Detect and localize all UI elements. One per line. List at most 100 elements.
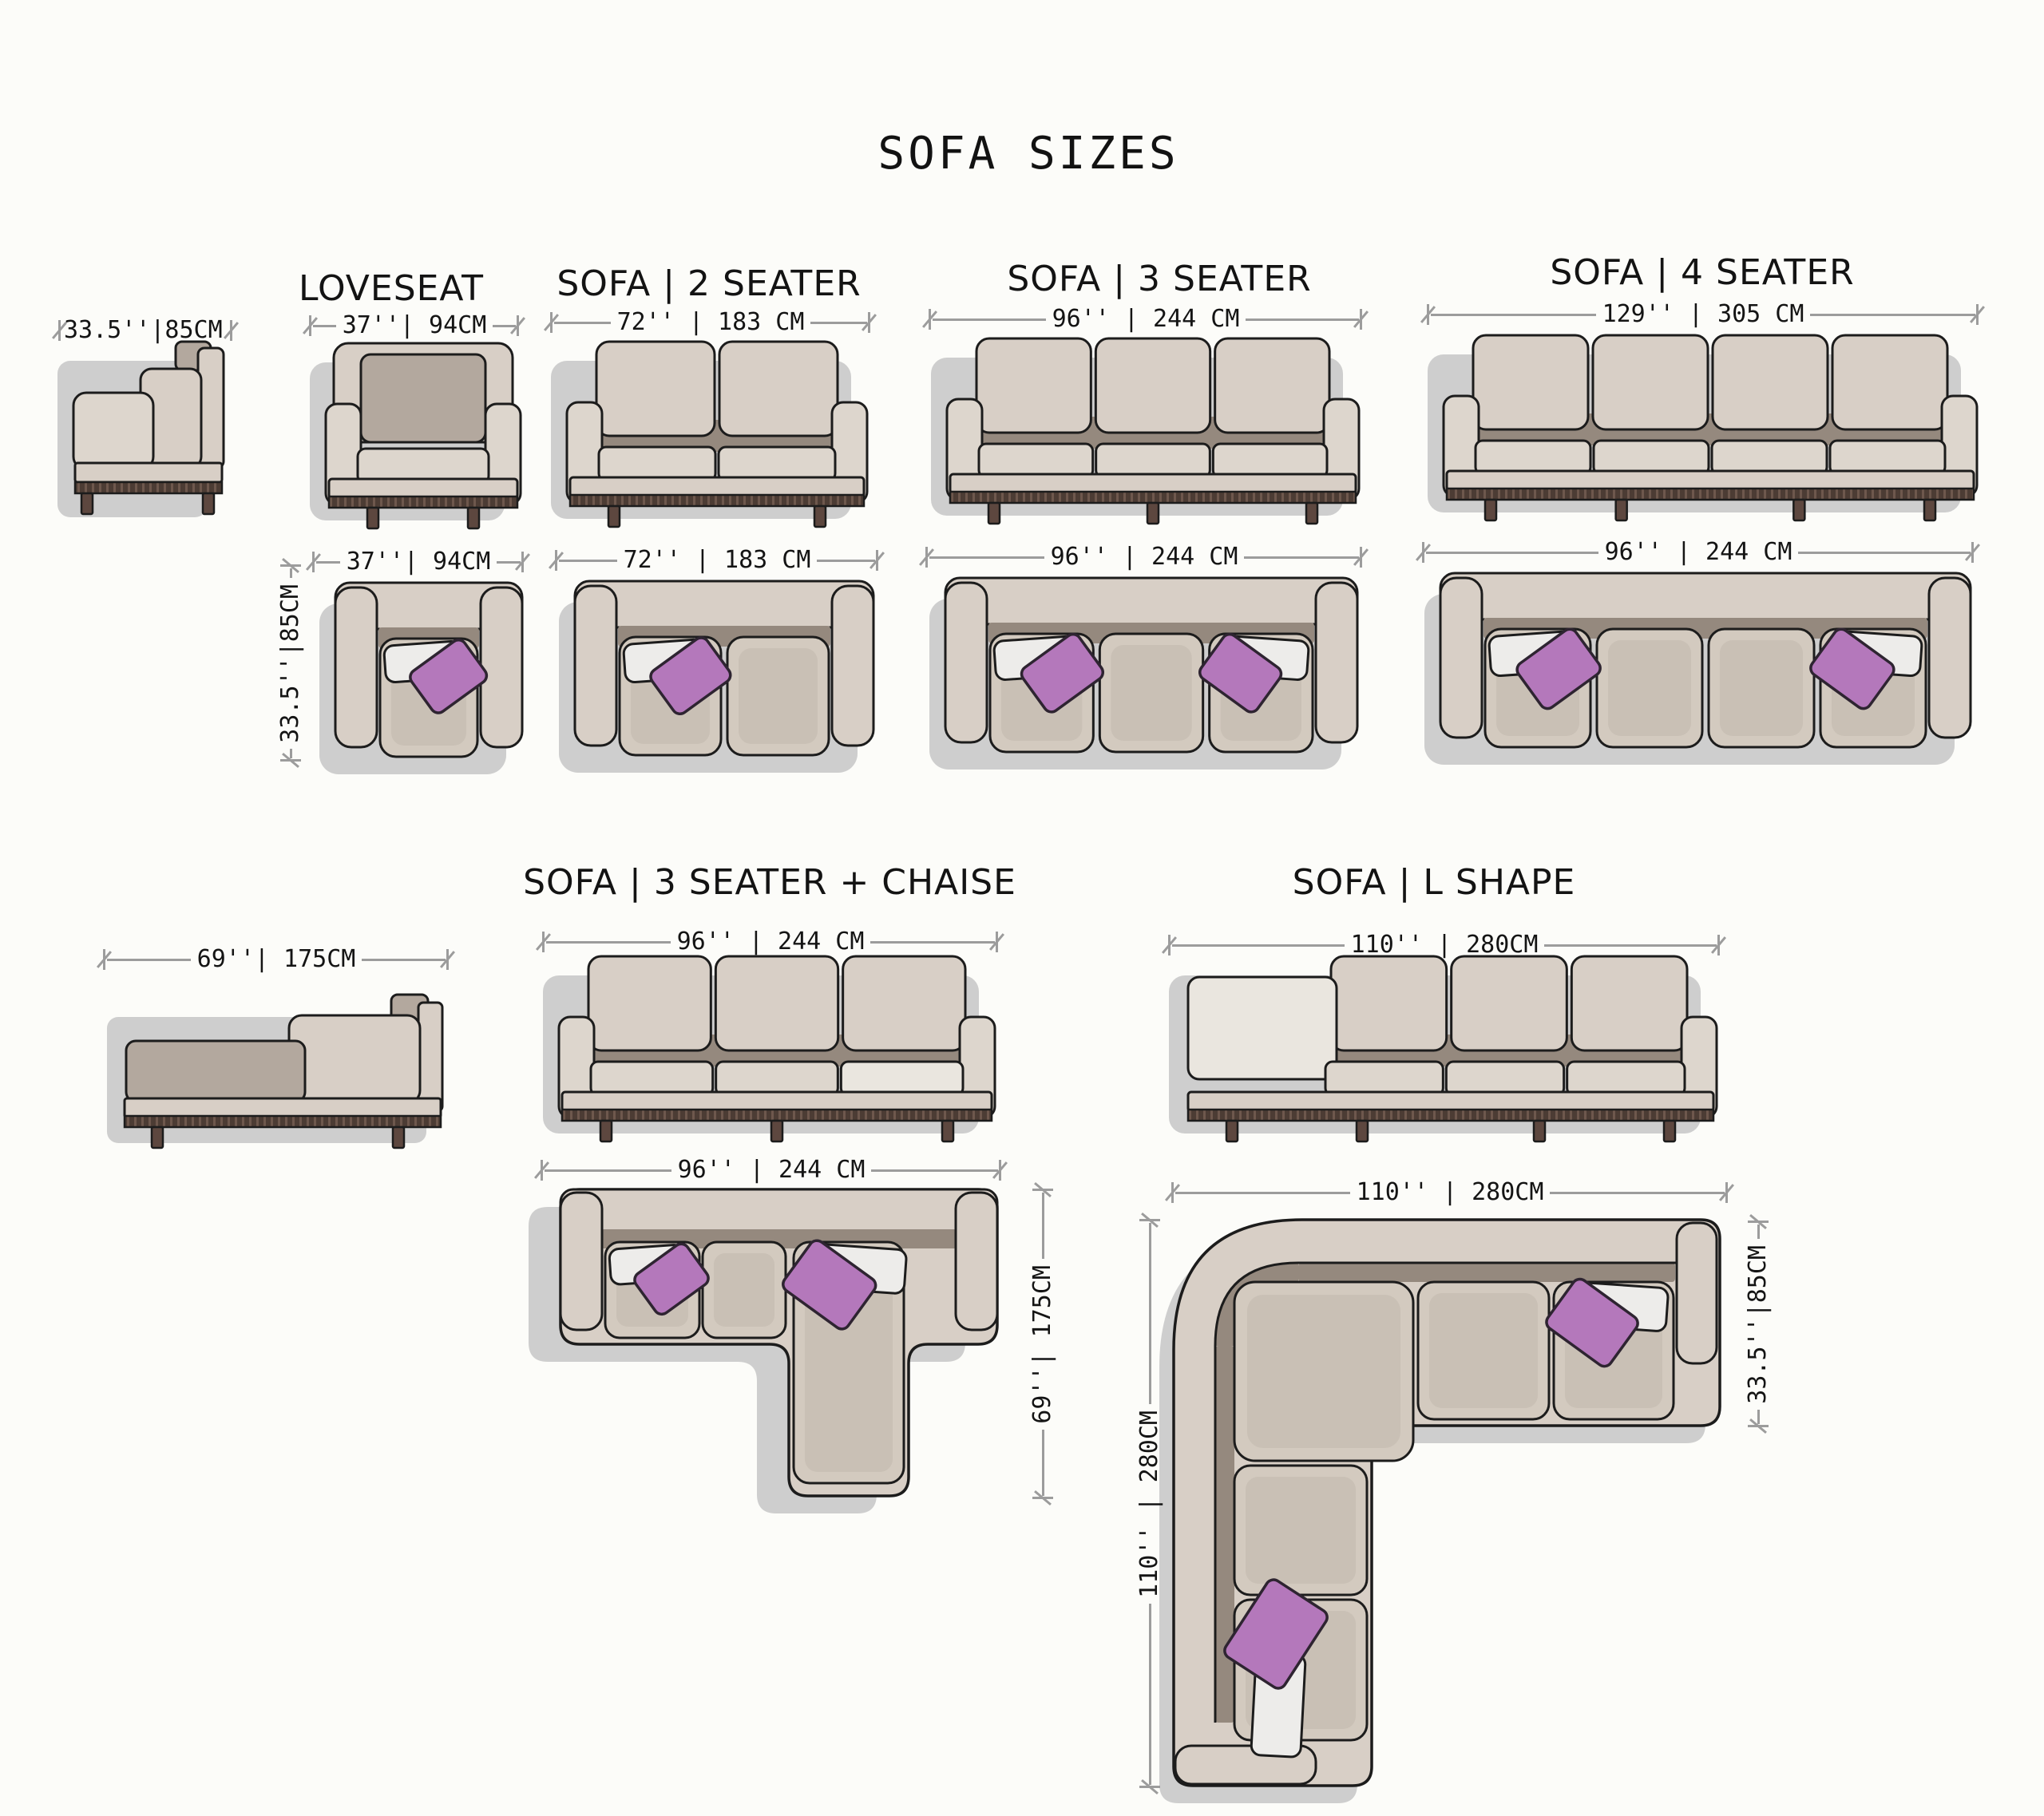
- pillow-purple: [1515, 627, 1602, 710]
- dim-label: 72'' | 183 CM: [623, 546, 811, 574]
- sofa-leg: [1146, 501, 1160, 525]
- sofa-base: [568, 476, 866, 498]
- sofa-l-shape-title: SOFA | L SHAPE: [1292, 862, 1576, 903]
- loveseat-front-view: [307, 342, 524, 533]
- pillow-purple: [1223, 1578, 1329, 1690]
- dim-label: 69''| 175CM: [1028, 1264, 1056, 1424]
- seat-cushion: [1592, 439, 1710, 476]
- dim-label: 129'' | 305 CM: [1602, 300, 1804, 328]
- sofa-top-group: [573, 580, 875, 757]
- dim-tick: [1744, 1418, 1773, 1434]
- sofa-l-shape-front-view-svg: [1169, 955, 1718, 1143]
- sofa-3-seater-chaise-top-width-dim: 96'' | 244 CM: [533, 1156, 1008, 1185]
- sofa-3-seater-front-width-dim: 96'' | 244 CM: [921, 305, 1369, 334]
- dim-tick: [439, 945, 456, 974]
- pillow-purple: [1198, 632, 1283, 714]
- chaise-side-length-dim: 69''| 175CM: [96, 945, 456, 974]
- seat-cushion: [1095, 442, 1211, 479]
- sofa-3-seater-top-view-svg: [929, 576, 1359, 770]
- sofa-l-shape-front-width-dim: 110'' | 280CM: [1161, 931, 1727, 959]
- sofa-3-seater-title: SOFA | 3 SEATER: [1007, 259, 1312, 299]
- dim-line: [1148, 1604, 1151, 1785]
- seat-cushion: [1324, 1060, 1444, 1097]
- dim-label: 96'' | 244 CM: [677, 1156, 866, 1184]
- sofa-arm: [954, 1191, 999, 1331]
- sofa-leg: [1483, 498, 1498, 522]
- pillow-purple: [649, 636, 732, 716]
- dim-line: [289, 749, 292, 758]
- sofa-base: [1186, 1090, 1715, 1113]
- sofa-base: [1445, 469, 1975, 492]
- dim-tick: [543, 308, 560, 337]
- sofa-leg: [1662, 1119, 1677, 1143]
- sofa-3-seater-front-view-svg: [931, 337, 1361, 525]
- dim-label: 96'' | 244 CM: [1604, 538, 1792, 566]
- dim-tick: [918, 543, 935, 572]
- seat-cushion: [597, 445, 717, 482]
- sofa-4-seater-title: SOFA | 4 SEATER: [1550, 252, 1855, 293]
- armchair-side-width-dim: 33.5''|85CM: [51, 316, 239, 345]
- sofa-leg: [1614, 498, 1628, 522]
- dim-line: [1148, 1223, 1151, 1404]
- seat-cushion: [1828, 439, 1947, 476]
- seat-cushion: [125, 1039, 307, 1103]
- sofa-arm: [334, 586, 378, 749]
- seat-cushion-inner: [1608, 640, 1691, 736]
- sofa-arm: [1439, 576, 1483, 739]
- loveseat-front-width-dim: 37''| 94CM: [302, 311, 526, 340]
- chaise-side-group: [123, 993, 444, 1149]
- back-cushion: [587, 955, 712, 1052]
- sofa-l-shape-front-view: [1166, 955, 1720, 1146]
- pillow-purple: [633, 1242, 710, 1316]
- dim-tick: [869, 546, 885, 575]
- dim-tick: [1415, 538, 1432, 567]
- sofa-l-shape-top-view: [1159, 1218, 1721, 1809]
- sofa-l-shape-top-view-svg: [1159, 1218, 1721, 1803]
- sofa-4-seater-top-view-svg: [1424, 572, 1972, 765]
- armchair-side-view-svg: [57, 340, 225, 517]
- dim-label: 33.5''|85CM: [276, 584, 304, 743]
- fringe: [123, 1114, 442, 1129]
- sofa-leg: [941, 1119, 955, 1143]
- dim-line: [1041, 1430, 1044, 1496]
- dim-label: 33.5''|85CM: [64, 316, 223, 344]
- dim-line: [1172, 944, 1345, 947]
- fringe: [1445, 487, 1975, 501]
- sofa-leg: [80, 492, 94, 516]
- back-gap-shadow: [1474, 413, 1947, 445]
- chaise-side-view: [104, 993, 446, 1158]
- back-gap-shadow: [1483, 618, 1927, 639]
- dim-tick: [514, 548, 531, 576]
- dim-tick: [992, 1156, 1008, 1185]
- dim-line: [933, 318, 1046, 321]
- back-cushion: [359, 353, 487, 444]
- sofa-arm: [830, 584, 875, 747]
- dim-line: [1426, 551, 1598, 554]
- seat-cushion: [1566, 1060, 1686, 1097]
- sofa-l-shape-depth-dim: 33.5''|85CM: [1744, 1213, 1773, 1434]
- dim-line: [1246, 318, 1359, 321]
- back-cushion: [1450, 955, 1568, 1052]
- sofa-arm: [72, 391, 155, 471]
- back-cushion: [718, 340, 839, 437]
- sofa-base: [561, 1090, 993, 1113]
- dim-tick: [921, 305, 938, 334]
- dim-line: [1550, 1191, 1725, 1194]
- sofa-leg: [466, 506, 481, 530]
- fringe: [327, 495, 519, 509]
- dim-line: [870, 940, 995, 944]
- dim-line: [1244, 556, 1359, 559]
- seat-cushion: [1211, 442, 1329, 479]
- sofa-base: [73, 461, 224, 484]
- sofa-4-seater-front-view: [1424, 334, 1980, 525]
- sofa-leg: [599, 1119, 613, 1143]
- seat-cushion-inner: [739, 648, 818, 744]
- dim-line: [1544, 944, 1717, 947]
- sofa-arm: [944, 581, 988, 744]
- sofa-front-group: [945, 337, 1361, 525]
- back-rail: [573, 580, 875, 629]
- seat-cushion: [977, 442, 1095, 479]
- dim-line: [1175, 1191, 1350, 1194]
- seat-cushion-inner: [714, 1253, 774, 1327]
- dim-tick: [1353, 543, 1369, 572]
